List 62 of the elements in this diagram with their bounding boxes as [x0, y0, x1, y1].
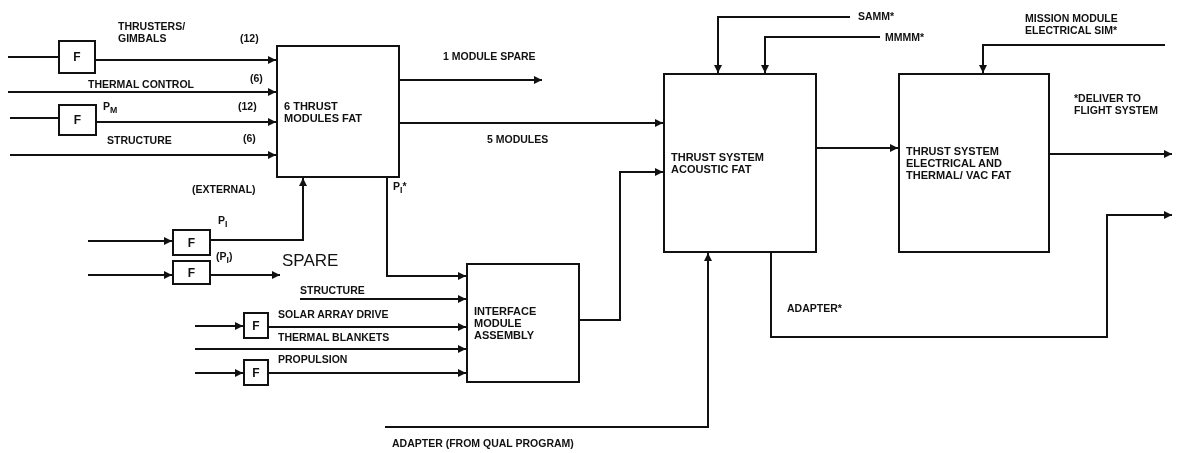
- count-label: (6): [250, 72, 263, 84]
- edge-label: SOLAR ARRAY DRIVE: [278, 308, 389, 320]
- arrow: [194, 345, 467, 353]
- arrow: [816, 144, 899, 152]
- arrow: [399, 76, 543, 84]
- arrow: [979, 44, 1166, 74]
- edge-label: P$_{I}$: [218, 214, 228, 231]
- arrow: [87, 237, 173, 245]
- arrow: [268, 369, 467, 377]
- connector-line: [7, 56, 59, 58]
- edge-label: ADAPTER (FROM QUAL PROGRAM): [392, 437, 574, 449]
- arrow: [299, 295, 467, 303]
- arrow: [210, 271, 281, 279]
- note-label: *DELIVER TO FLIGHT SYSTEM: [1074, 92, 1159, 116]
- edge-label: SAMM*: [858, 10, 895, 22]
- edge-label: THERMAL CONTROL: [88, 78, 194, 90]
- edge-label: THERMAL BLANKETS: [278, 331, 390, 343]
- edge-label: P$_{I}$*: [393, 180, 407, 197]
- arrow: [761, 36, 881, 74]
- process-box: 6 THRUST MODULES FAT: [276, 45, 400, 178]
- edge-label: STRUCTURE: [300, 284, 365, 296]
- process-box: THRUST SYSTEM ACOUSTIC FAT: [663, 73, 817, 253]
- arrow: [384, 252, 712, 428]
- process-box: INTERFACE MODULE ASSEMBLY: [466, 263, 580, 383]
- filter-box: F: [58, 40, 96, 74]
- connector-line: [9, 117, 59, 119]
- edge-label: ADAPTER*: [787, 302, 842, 314]
- arrow: [210, 177, 307, 241]
- count-label: (12): [238, 100, 257, 112]
- arrow: [399, 119, 664, 127]
- edge-label: 5 MODULES: [487, 133, 549, 145]
- count-label: (6): [243, 132, 256, 144]
- edge-label: (P$_{I}$): [216, 250, 233, 267]
- filter-box: F: [172, 229, 211, 256]
- count-label: (12): [240, 32, 259, 44]
- arrow: [579, 168, 664, 321]
- edge-label: MISSION MODULE ELECTRICAL SIM*: [1025, 12, 1119, 36]
- arrow: [87, 271, 173, 279]
- filter-box: F: [58, 104, 97, 136]
- arrow: [9, 151, 277, 159]
- filter-box: F: [243, 359, 269, 386]
- note-label: (EXTERNAL): [192, 183, 256, 195]
- filter-box: F: [243, 312, 269, 339]
- arrow: [194, 369, 244, 377]
- arrow: [194, 322, 244, 330]
- filter-box: F: [172, 260, 211, 285]
- arrow: [268, 323, 467, 331]
- edge-label: MMMM*: [885, 31, 925, 43]
- edge-label: P$_{M}$: [103, 100, 118, 117]
- process-box: THRUST SYSTEM ELECTRICAL AND THERMAL/ VAC FAT: [898, 73, 1050, 253]
- arrow: [714, 16, 851, 74]
- edge-label: STRUCTURE: [107, 134, 172, 146]
- arrow: [7, 88, 277, 96]
- arrow: [770, 211, 1173, 338]
- edge-label: THRUSTERS/ GIMBALS: [118, 20, 187, 44]
- arrow: [386, 177, 467, 280]
- arrow: [96, 118, 277, 126]
- edge-label: 1 MODULE SPARE: [443, 50, 536, 62]
- output-label: SPARE: [282, 252, 339, 270]
- edge-label: PROPULSION: [278, 353, 348, 365]
- arrow: [95, 56, 277, 64]
- arrow: [1049, 150, 1173, 158]
